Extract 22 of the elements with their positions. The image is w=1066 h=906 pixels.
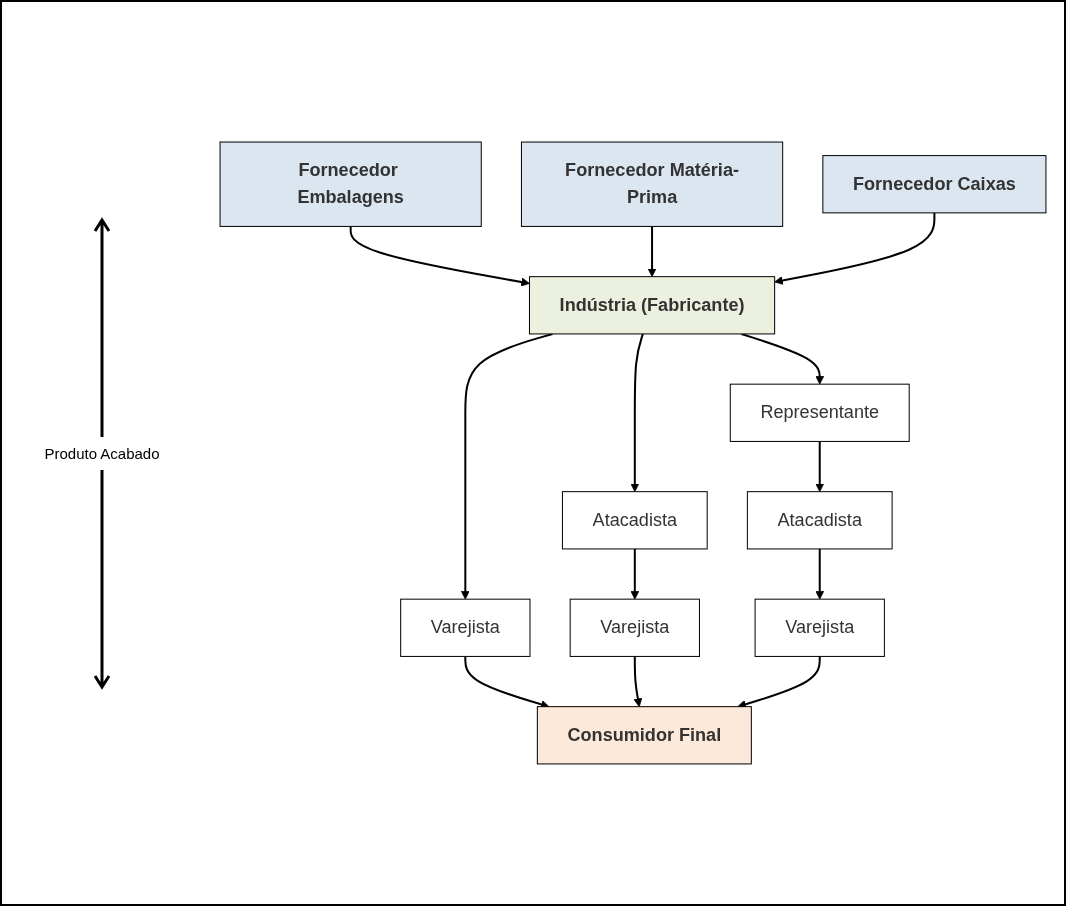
arrow [630,548,640,600]
node-box: Varejista [569,598,700,657]
arrow [647,226,657,278]
node-box: Indústria (Fabricante) [528,276,776,335]
node-box: Representante [729,383,910,442]
arrow [460,333,553,600]
side-label: Produto Acabado [44,444,160,462]
node-box: Varejista [400,598,531,657]
node-box: Atacadista [746,491,893,550]
node-box: Fornecedor Embalagens [219,141,482,227]
arrow [741,333,825,385]
arrow [815,548,825,600]
arrow [774,212,936,285]
arrow [633,656,643,708]
node-box: Varejista [754,598,885,657]
node-box: Consumidor Final [536,706,752,765]
arrow [815,441,825,493]
node-box: Fornecedor Caixas [822,155,1047,214]
arrow [630,333,644,493]
arrow [349,226,530,287]
node-box: Fornecedor Matéria-Prima [520,141,784,227]
node-box: Atacadista [561,491,708,550]
